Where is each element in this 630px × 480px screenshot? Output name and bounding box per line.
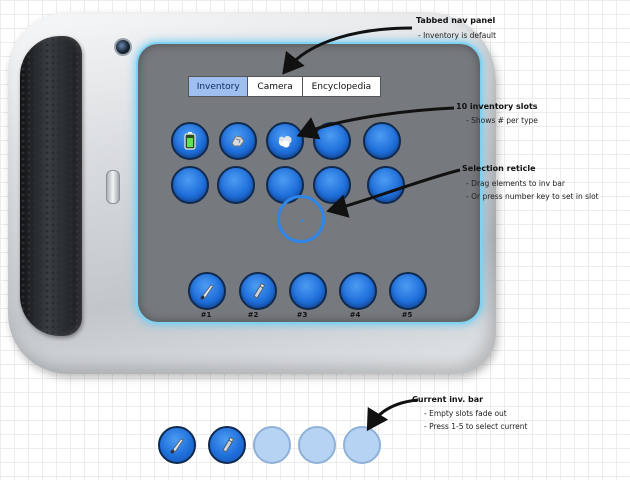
inventory-slot[interactable] xyxy=(171,166,209,204)
metal-scrap-icon xyxy=(231,135,245,147)
hotbar-slot-number: #1 xyxy=(200,311,212,319)
annotation-slots-title: 10 inventory slots xyxy=(456,102,538,111)
hotbar-slot-3[interactable] xyxy=(289,272,327,310)
hotbar-slot-number: #4 xyxy=(349,311,361,319)
flashlight-icon xyxy=(222,436,235,453)
current-bar-slot-3[interactable] xyxy=(253,426,291,464)
battery-icon xyxy=(184,132,196,150)
inventory-slot[interactable] xyxy=(363,122,401,160)
tab-bar: Inventory Camera Encyclopedia xyxy=(188,76,381,97)
annotation-slots-line: - Shows # per type xyxy=(466,116,538,125)
knife-icon xyxy=(170,438,184,454)
hotbar-slot-1[interactable] xyxy=(188,272,226,310)
annotation-reticle-line: - Drag elements to inv bar xyxy=(466,179,565,188)
knife-icon xyxy=(200,284,214,300)
hotbar-slot-number: #2 xyxy=(247,311,259,319)
reticle-center-dot xyxy=(301,219,304,222)
annotation-reticle-line: - Or press number key to set in slot xyxy=(466,192,599,201)
inventory-slot[interactable] xyxy=(219,122,257,160)
tab-encyclopedia[interactable]: Encyclopedia xyxy=(311,81,372,92)
inventory-slot[interactable] xyxy=(313,166,351,204)
current-bar-slot-2[interactable] xyxy=(208,426,246,464)
inventory-slot[interactable] xyxy=(313,122,351,160)
tab-camera[interactable]: Camera xyxy=(248,77,303,96)
hotbar-slot-2[interactable] xyxy=(239,272,277,310)
inventory-slot[interactable] xyxy=(266,122,304,160)
annotation-tabs-title: Tabbed nav panel xyxy=(416,16,496,25)
annotation-current-line: - Press 1-5 to select current xyxy=(424,422,528,431)
inventory-slot[interactable] xyxy=(171,122,209,160)
annotation-current-title: Current inv. bar xyxy=(412,395,484,404)
hotbar-slot-number: #3 xyxy=(296,311,308,319)
arrow-current-bar xyxy=(366,398,419,432)
annotation-reticle-title: Selection reticle xyxy=(462,164,536,173)
device-grip xyxy=(20,36,82,336)
annotation-current-line: - Empty slots fade out xyxy=(424,409,507,418)
crystal-icon xyxy=(278,136,292,148)
side-button[interactable] xyxy=(106,170,120,204)
inventory-slot[interactable] xyxy=(217,166,255,204)
hotbar-slot-4[interactable] xyxy=(339,272,377,310)
current-bar-slot-4[interactable] xyxy=(298,426,336,464)
current-bar-slot-1[interactable] xyxy=(158,426,196,464)
flashlight-icon xyxy=(253,282,266,299)
hotbar-slot-5[interactable] xyxy=(389,272,427,310)
inventory-slot[interactable] xyxy=(367,166,405,204)
selection-reticle[interactable] xyxy=(277,195,325,243)
current-bar-slot-5[interactable] xyxy=(343,426,381,464)
camera-lens-icon xyxy=(114,38,132,56)
tab-inventory[interactable]: Inventory xyxy=(189,77,249,96)
annotation-tabs-line: - Inventory is default xyxy=(418,31,497,40)
hotbar-slot-number: #5 xyxy=(401,311,413,319)
